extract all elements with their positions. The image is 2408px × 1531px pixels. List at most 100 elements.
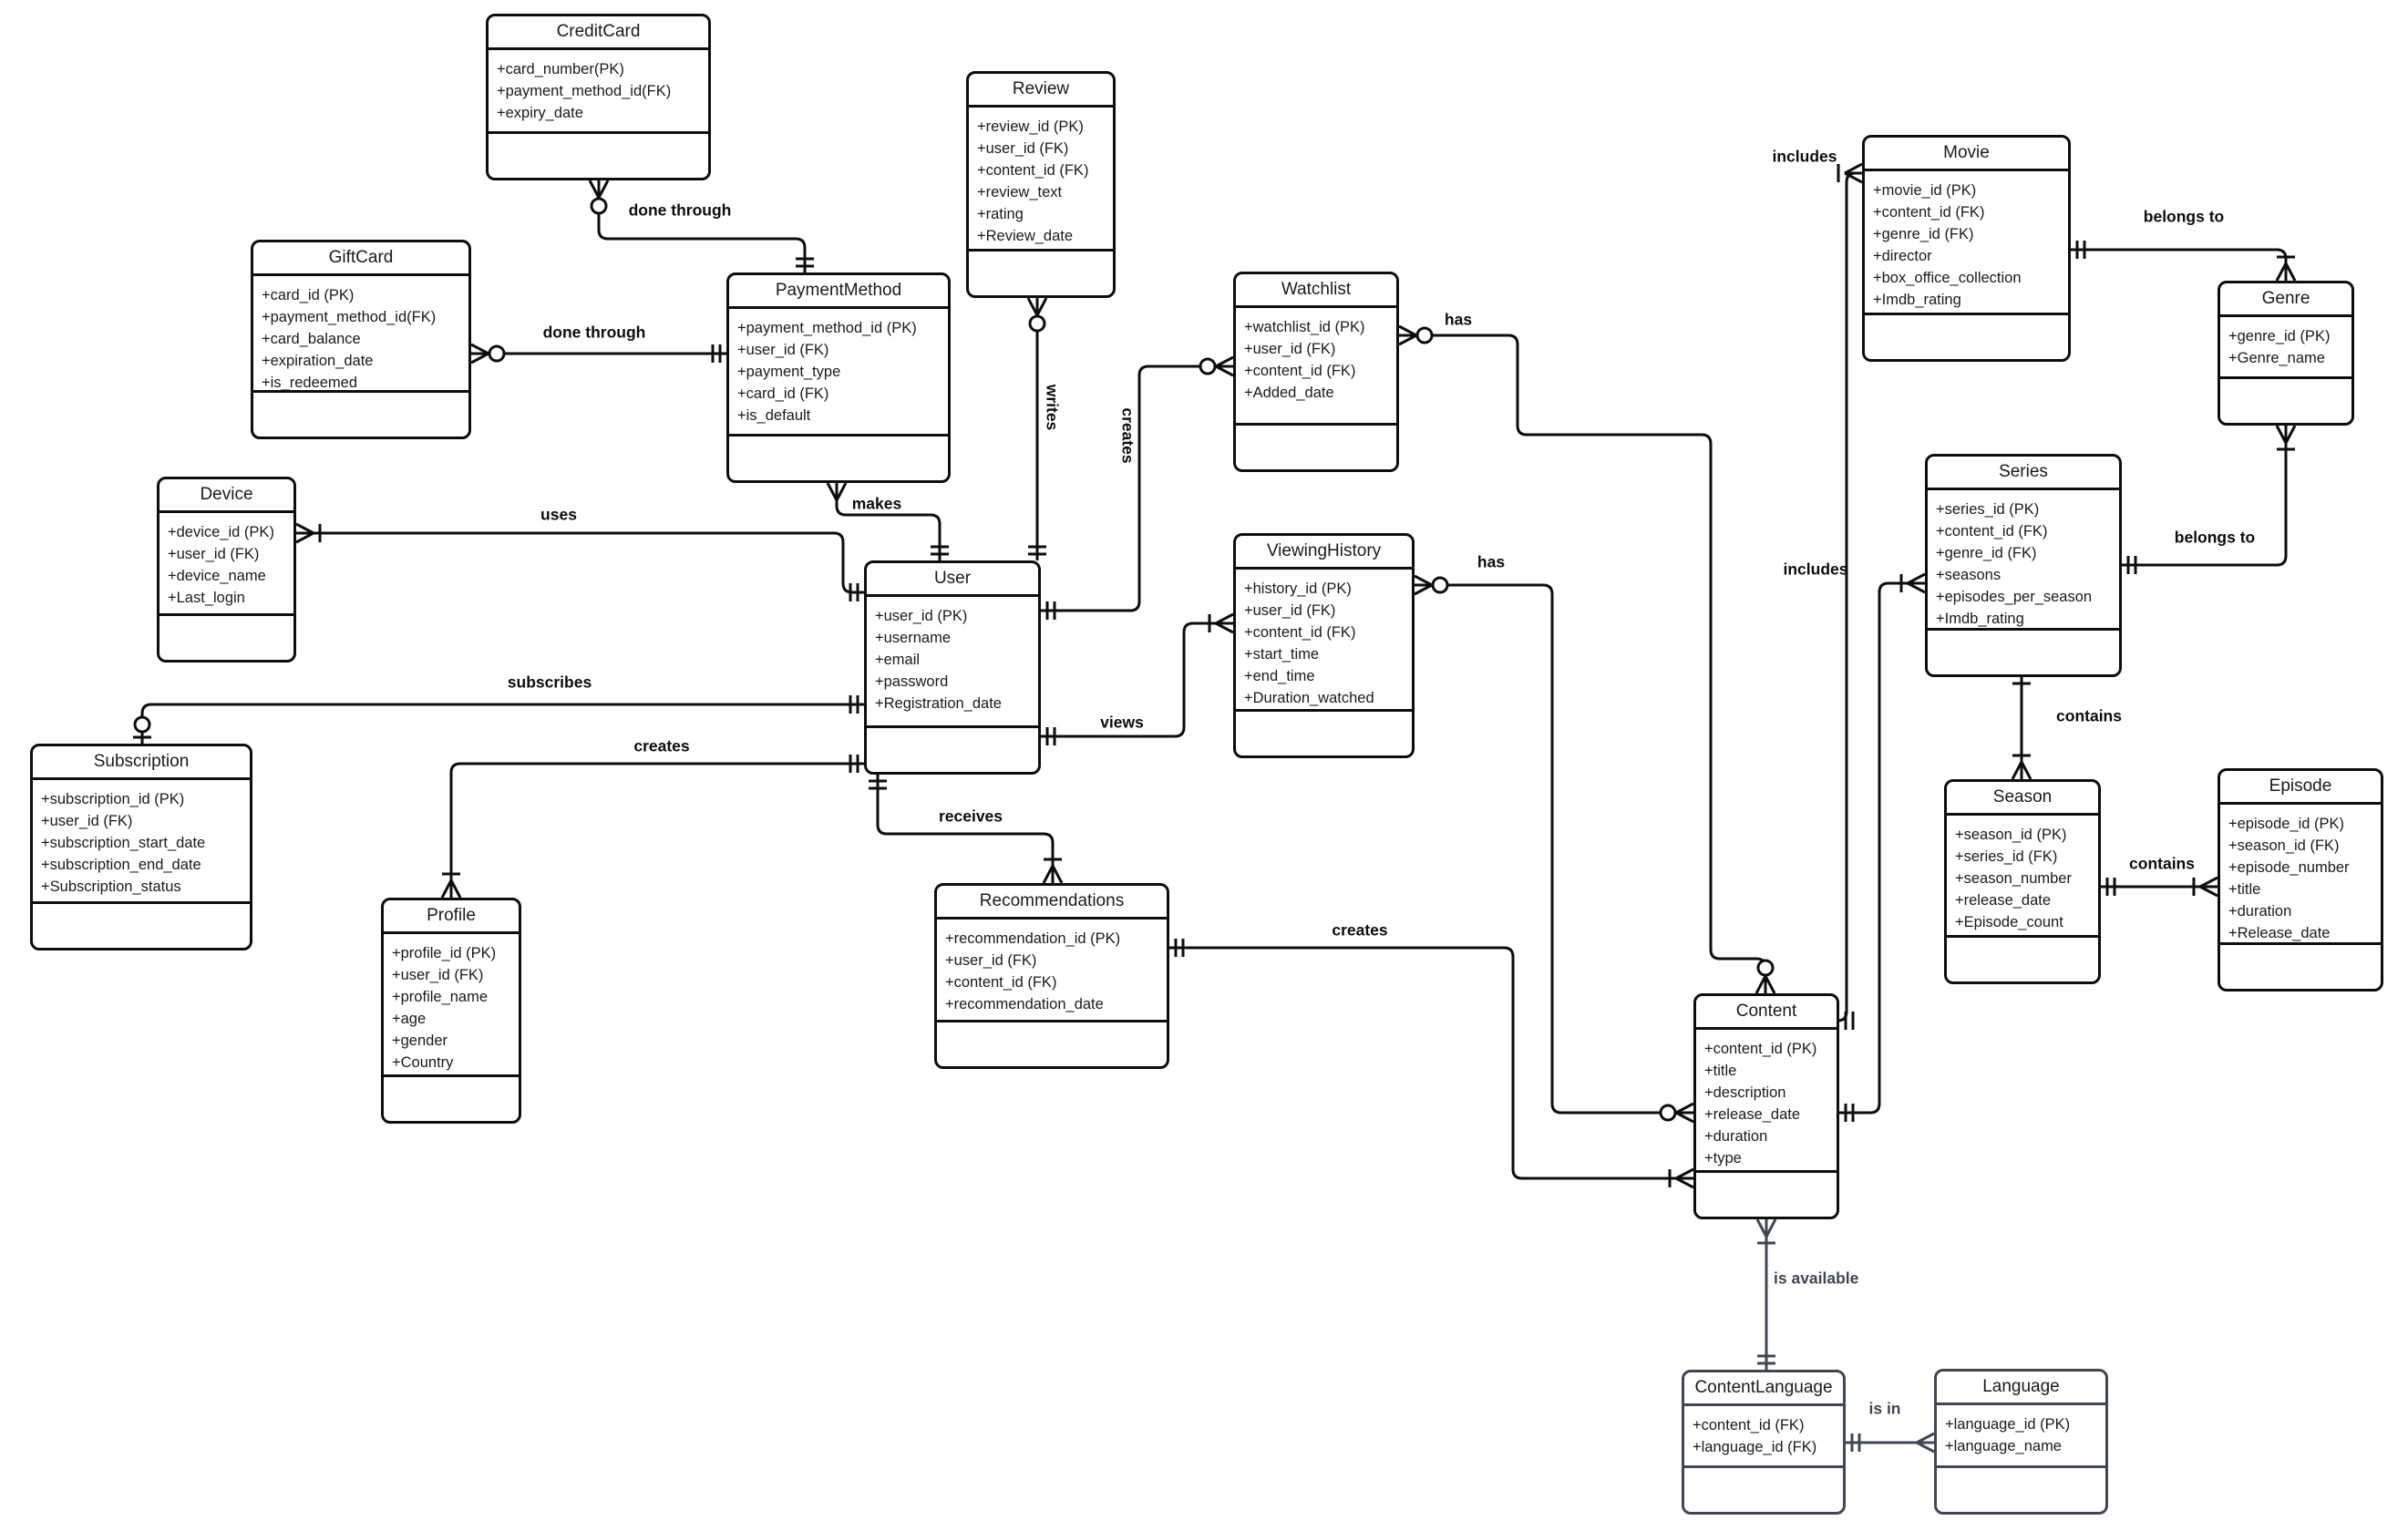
cardinality-mark — [588, 180, 601, 199]
connector-user-viewinghistory[interactable]: views — [1041, 612, 1234, 745]
connector-viewinghistory-content[interactable]: has — [1414, 553, 1694, 1124]
connector-user-recommendations[interactable]: receives — [869, 775, 1064, 884]
entity-footer — [1947, 935, 2098, 981]
entity-content[interactable]: Content+content_id (PK)+title+descriptio… — [1693, 993, 1839, 1219]
entity-season[interactable]: Season+season_id (PK)+series_id (FK)+sea… — [1944, 779, 2101, 984]
entity-title: Movie — [1865, 138, 2068, 171]
entity-attribute: +card_id (FK) — [737, 385, 829, 402]
relationship-label: views — [1100, 714, 1144, 732]
entity-title: GiftCard — [253, 242, 468, 276]
connector-line — [1041, 365, 1233, 612]
cardinality-mark — [2011, 761, 2023, 780]
cardinality-mark — [2020, 761, 2032, 780]
entity-title: Subscription — [33, 746, 250, 780]
entity-attribute: +card_balance — [262, 331, 361, 347]
entity-attribute: +user_id (FK) — [977, 140, 1069, 157]
entity-attribute: +history_id (PK) — [1244, 581, 1352, 597]
connector-series-season[interactable]: contains — [2011, 677, 2122, 780]
entity-footer — [489, 131, 708, 178]
connector-line — [1837, 171, 1862, 1022]
entity-device[interactable]: Device+device_id (PK)+user_id (FK)+devic… — [157, 477, 296, 663]
entity-attribute: +content_id (FK) — [977, 162, 1089, 179]
entity-title: Review — [969, 74, 1113, 108]
entity-attribute: +payment_type — [737, 364, 841, 380]
entity-attribute: +payment_method_id (PK) — [737, 320, 917, 336]
entity-attributes: +watchlist_id (PK)+user_id (FK)+content_… — [1236, 308, 1396, 423]
cardinality-mark — [2199, 876, 2218, 889]
entity-profile[interactable]: Profile+profile_id (PK)+user_id (FK)+pro… — [381, 898, 521, 1124]
entity-contentlanguage[interactable]: ContentLanguage+content_id (FK)+language… — [1682, 1370, 1846, 1515]
connector-series-content[interactable]: includes — [1784, 560, 1926, 1122]
relationship-label: receives — [939, 807, 1003, 826]
entity-user[interactable]: User+user_id (PK)+username+email+passwor… — [864, 560, 1041, 775]
entity-attributes: +payment_method_id (PK)+user_id (FK)+pay… — [729, 309, 948, 434]
cardinality-mark — [1675, 1177, 1694, 1189]
entity-attribute: +device_name — [168, 568, 266, 584]
entity-attribute: +Release_date — [2228, 925, 2331, 941]
connector-watchlist-content[interactable]: has — [1398, 311, 1776, 994]
entity-creditcard[interactable]: CreditCard+card_number(PK)+payment_metho… — [486, 14, 711, 180]
entity-episode[interactable]: Episode+episode_id (PK)+season_id (FK)+e… — [2218, 768, 2383, 992]
cardinality-circle — [1431, 576, 1449, 594]
entity-genre[interactable]: Genre+genre_id (PK)+Genre_name — [2218, 281, 2354, 426]
connector-content-contentlanguage[interactable]: is available — [1755, 1218, 1859, 1370]
entity-attribute: +episode_id (PK) — [2228, 816, 2345, 832]
connector-user-profile[interactable]: creates — [440, 737, 864, 899]
connector-paymentmethod-user[interactable]: makes — [826, 482, 949, 560]
connector-giftcard-paymentmethod[interactable]: done through — [470, 324, 726, 365]
entity-subscription[interactable]: Subscription +subscription_id (PK) +user_i… — [30, 744, 252, 950]
connector-movie-content[interactable]: includes — [1773, 148, 1863, 1030]
entity-giftcard[interactable]: GiftCard+card_id (PK)+payment_method_id(… — [251, 240, 471, 439]
cardinality-circle — [1028, 314, 1046, 333]
connector-recommendations-content[interactable]: creates — [1169, 921, 1694, 1189]
entity-attribute: +user_id (FK) — [1244, 602, 1336, 619]
relationship-label: done through — [629, 201, 732, 220]
cardinality-circle — [133, 715, 151, 734]
entity-review[interactable]: Review+review_id (PK)+user_id (FK)+conte… — [966, 71, 1116, 298]
entity-language[interactable]: Language+language_id (PK)+language_name — [1934, 1369, 2108, 1515]
entity-attribute: +rating — [977, 206, 1024, 222]
cardinality-mark — [1755, 975, 1767, 994]
connector-line — [449, 762, 864, 898]
entity-attribute: +seasons — [1936, 567, 2002, 583]
entity-attribute: +subscription_id (PK) — [41, 791, 185, 807]
connector-user-subscription[interactable]: subscribes — [133, 673, 864, 744]
relationship-label: creates — [1332, 921, 1388, 940]
entity-attribute: +director — [1873, 248, 1932, 264]
connector-creditcard-paymentmethod[interactable]: done through — [588, 180, 814, 272]
entity-viewinghistory[interactable]: ViewingHistory+history_id (PK)+user_id (… — [1233, 533, 1415, 758]
entity-footer — [253, 390, 468, 437]
connector-series-genre[interactable]: belongs to — [2122, 425, 2297, 574]
cardinality-mark — [1765, 1218, 1777, 1238]
entity-recommendations[interactable]: Recommendations+recommendation_id (PK)+u… — [934, 883, 1169, 1069]
entity-attribute: +user_id (FK) — [41, 813, 133, 829]
cardinality-mark — [1675, 1111, 1694, 1124]
entity-title: Device — [160, 479, 293, 513]
entity-attributes: +profile_id (PK)+user_id (FK)+profile_na… — [384, 934, 519, 1074]
cardinality-mark — [449, 879, 462, 899]
connector-line — [296, 531, 864, 594]
connector-contentlanguage-language[interactable]: is in — [1846, 1400, 1935, 1454]
entity-attribute: +Added_date — [1244, 385, 1334, 401]
entity-paymentmethod[interactable]: PaymentMethod+payment_method_id (PK)+use… — [726, 272, 951, 483]
connector-season-episode[interactable]: contains — [2101, 855, 2218, 898]
cardinality-mark — [1051, 865, 1064, 884]
entity-attribute: +Imdb_rating — [1873, 292, 1961, 308]
cardinality-mark — [295, 522, 314, 535]
cardinality-mark — [1042, 865, 1055, 884]
connector-movie-genre[interactable]: belongs to — [2071, 208, 2297, 282]
entity-footer — [33, 901, 250, 948]
entity-attribute: +content_id (FK) — [1693, 1417, 1805, 1433]
entity-series[interactable]: Series+series_id (PK)+content_id (FK)+ge… — [1925, 454, 2122, 677]
cardinality-mark — [1907, 581, 1926, 594]
connector-watchlist-user[interactable]: creates — [1041, 355, 1234, 620]
entity-attribute: +profile_name — [392, 989, 489, 1005]
entity-movie[interactable]: Movie+movie_id (PK)+content_id (FK)+genr… — [1862, 135, 2071, 362]
connector-review-user[interactable]: writes — [1026, 297, 1061, 560]
entity-attribute: +title — [1704, 1063, 1737, 1079]
connector-device-user[interactable]: uses — [295, 506, 864, 601]
entity-watchlist[interactable]: Watchlist+watchlist_id (PK)+user_id (FK)… — [1233, 272, 1399, 472]
entity-attribute: +profile_id (PK) — [392, 945, 497, 961]
relationship-label: contains — [2129, 855, 2195, 873]
